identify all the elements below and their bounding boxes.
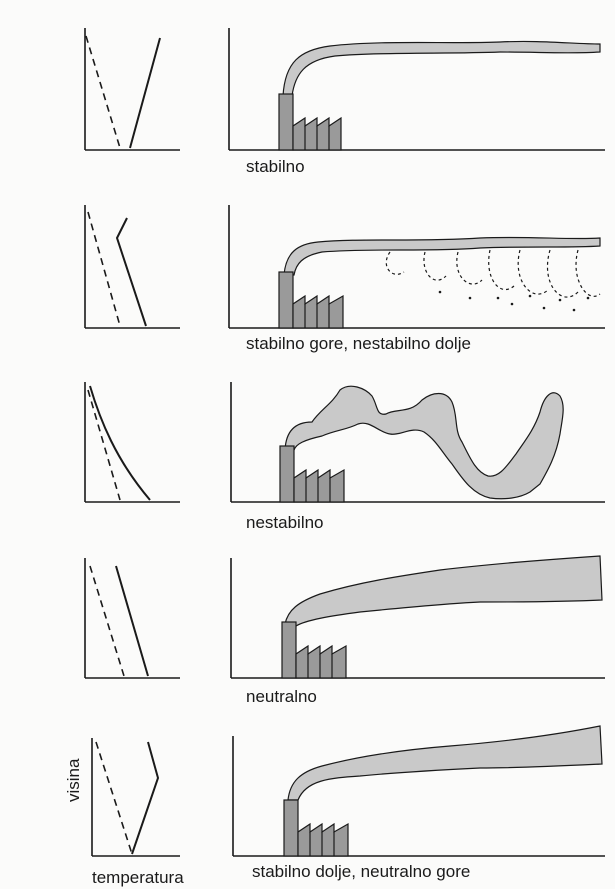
adiabatic-lapse-dashed-line (89, 565, 125, 677)
smoke-plume-looping (284, 385, 564, 500)
adiabatic-lapse-dashed-line (85, 35, 121, 149)
caption-stable-below-neutral-above: stabilno dolje, neutralno gore (252, 862, 471, 881)
factory-building (297, 822, 349, 857)
smoke-plume-lofting (287, 725, 603, 801)
panel-stable-below-neutral-above: stabilno dolje, neutralno gore (0, 720, 615, 889)
temperature-profile-line (131, 741, 160, 855)
adiabatic-lapse-dashed-line (95, 741, 133, 855)
chimney-stack (278, 93, 294, 151)
smoke-plume-coning (284, 555, 603, 627)
factory-building (292, 116, 342, 151)
profile-axes (84, 205, 180, 329)
temperature-profile-line (89, 385, 151, 501)
profile-axes (84, 382, 180, 503)
fumigation-wisps (385, 249, 601, 298)
panel-stable-graphic (84, 28, 605, 151)
temperature-profile-line (115, 217, 147, 327)
panel-unstable: nestabilno (0, 360, 615, 540)
factory-building (295, 644, 347, 679)
y-axis-label-height: visina (64, 758, 83, 802)
caption-neutral: neutralno (246, 687, 317, 706)
smoke-plume (283, 236, 601, 276)
temperature-profile-line (115, 565, 149, 677)
panel-neutral: neutralno (0, 540, 615, 720)
panel-stable: stabilno (0, 0, 615, 180)
profile-axes (84, 28, 180, 151)
panel-unstable-graphic (84, 382, 605, 503)
temperature-profile-line (129, 37, 161, 149)
panel-neutral-graphic (84, 555, 605, 679)
factory-building (292, 294, 344, 329)
factory-building (293, 468, 345, 503)
caption-stable: stabilno (246, 157, 305, 176)
chimney-stack (281, 621, 297, 679)
profile-axes (91, 738, 180, 857)
panel-stable-above-unstable-below: stabilno gore, nestabilno dolje (0, 180, 615, 360)
caption-unstable: nestabilno (246, 513, 324, 532)
fumigation-dots (438, 290, 590, 312)
adiabatic-lapse-dashed-line (87, 211, 121, 327)
smoke-plume (282, 40, 601, 97)
chimney-stack (283, 799, 299, 857)
panel-fumigation-graphic (84, 205, 605, 329)
profile-axes (84, 558, 180, 679)
chimney-stack (279, 445, 295, 503)
x-axis-label-temperature: temperatura (92, 868, 184, 887)
panel-lofting-graphic (91, 725, 605, 857)
adiabatic-lapse-dashed-line (87, 389, 121, 501)
chimney-stack (278, 271, 294, 329)
caption-stable-above-unstable-below: stabilno gore, nestabilno dolje (246, 334, 471, 353)
